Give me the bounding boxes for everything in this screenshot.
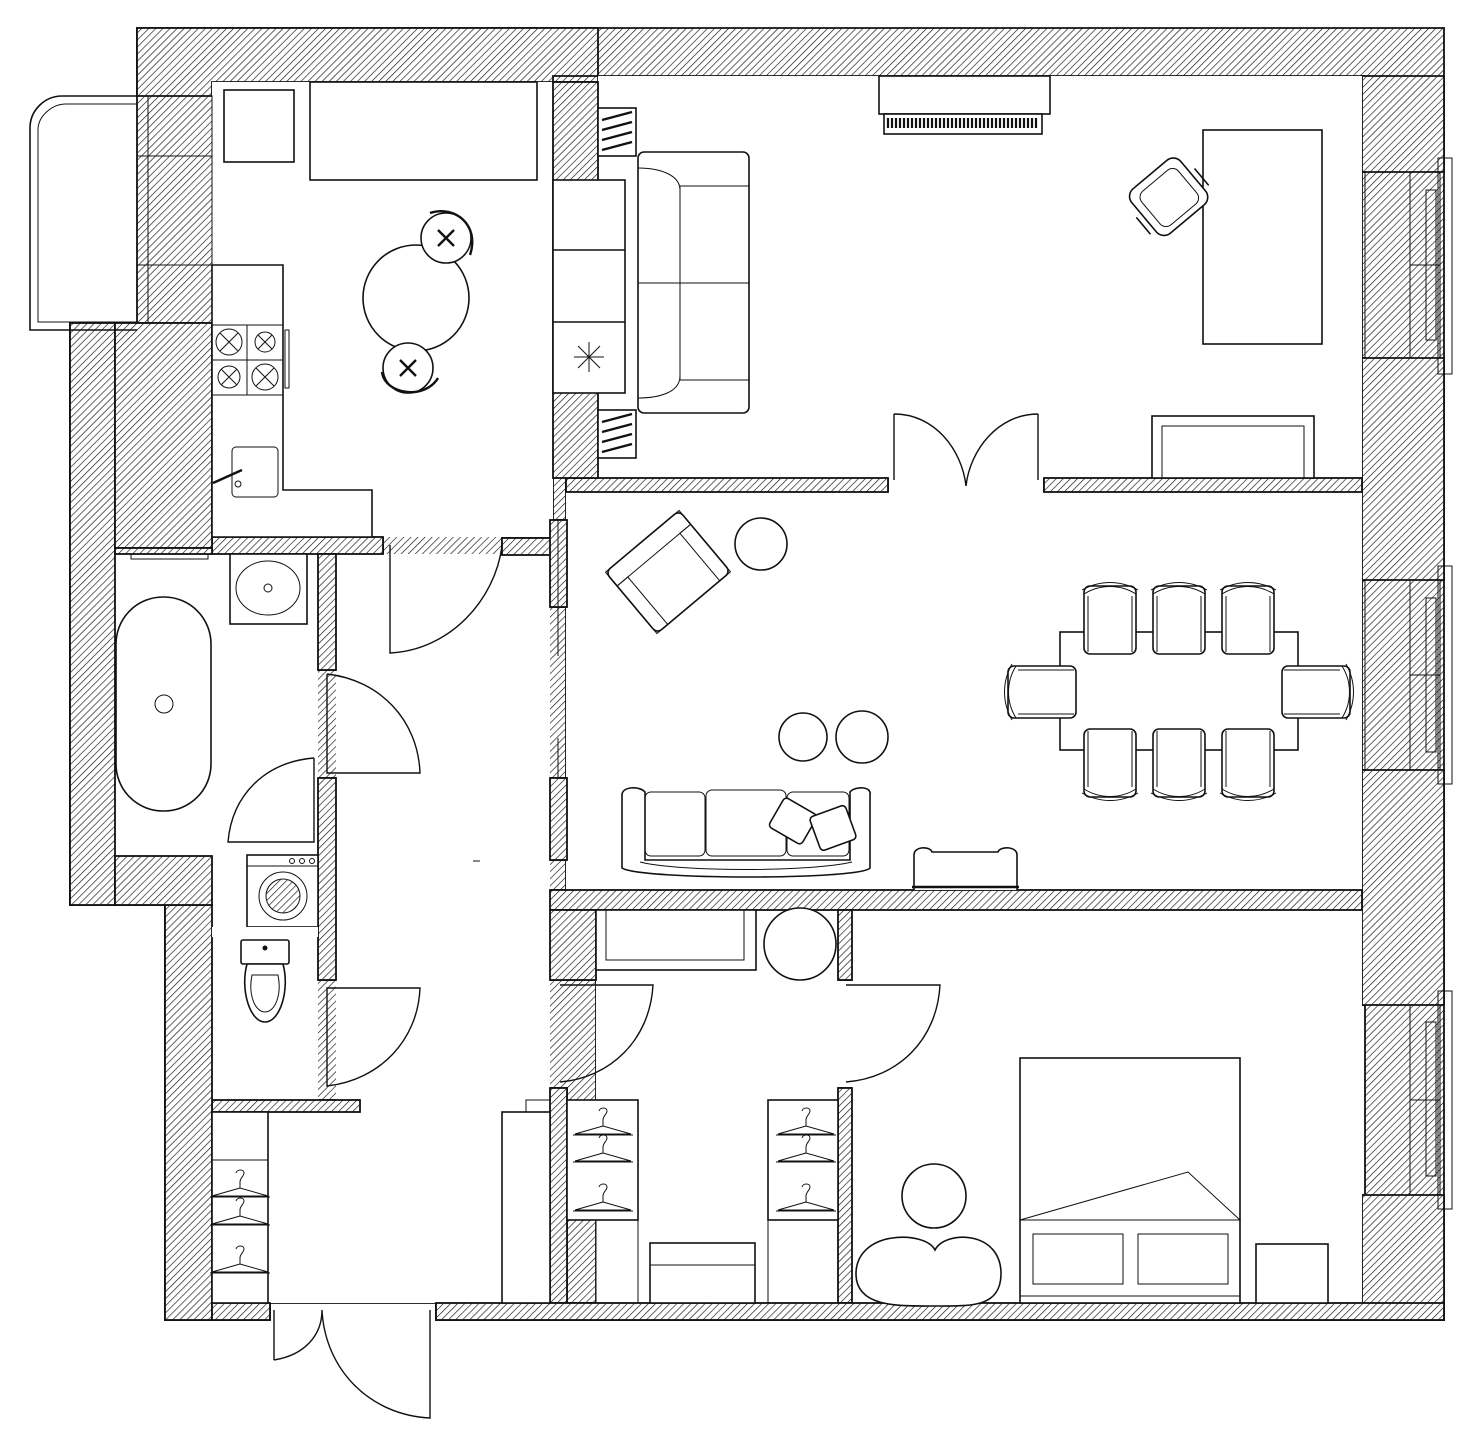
bedroom xyxy=(855,1057,1329,1307)
doors xyxy=(227,413,1039,1419)
shoe-cabinet xyxy=(501,1111,551,1304)
living-pier-b xyxy=(549,777,568,861)
desk-icon xyxy=(1202,129,1323,345)
laundry-door xyxy=(227,757,315,843)
study-wall-b xyxy=(1043,477,1363,493)
bedroom-north-pier xyxy=(837,909,853,981)
balcony xyxy=(29,95,213,331)
wall-edges xyxy=(69,81,1445,1321)
study-double-door xyxy=(893,413,1039,487)
stool xyxy=(420,210,474,264)
west-wall-mid xyxy=(69,322,116,906)
south-wall-a xyxy=(211,1302,271,1321)
bath-hall-wall-a xyxy=(317,553,337,671)
bedroom-side-table xyxy=(901,1163,967,1229)
west-wall-low xyxy=(164,904,213,1321)
closet-shelf xyxy=(595,909,757,971)
bathroom-door xyxy=(326,673,421,774)
sofa-icon xyxy=(637,151,750,414)
walk-in-closet xyxy=(566,907,839,1304)
living-south-wall-edge xyxy=(549,889,1363,911)
fridge xyxy=(223,89,295,163)
office-chair-icon xyxy=(1128,157,1210,237)
wc-door xyxy=(326,987,421,1087)
bath-hall-wall-b xyxy=(317,777,337,981)
bed-icon xyxy=(1019,1057,1242,1304)
closet-rack-right xyxy=(767,1099,839,1221)
entry-storage xyxy=(209,1099,551,1304)
bathtub-icon xyxy=(115,596,212,812)
sink-icon xyxy=(229,553,308,625)
kitchen xyxy=(211,81,626,538)
kitchen-door xyxy=(389,545,503,654)
piano-icon xyxy=(878,75,1051,135)
toilet-icon xyxy=(240,939,290,1023)
study-wall-a xyxy=(565,477,889,493)
nightstand xyxy=(1255,1243,1329,1304)
kitchen-bath-wall xyxy=(211,536,384,555)
closet-wall-b xyxy=(837,1087,853,1304)
closet-north-pier xyxy=(549,909,597,981)
closet-wall-a xyxy=(549,1087,568,1304)
stove-icon xyxy=(211,324,290,396)
kitchen-counter-top xyxy=(309,81,538,181)
living-room xyxy=(604,509,1355,890)
sink-icon xyxy=(212,446,279,498)
bedroom-door xyxy=(845,984,941,1083)
window-icon xyxy=(1364,990,1453,1210)
study-bench xyxy=(1151,415,1315,479)
east-wall-2 xyxy=(1361,357,1445,581)
closet-pouf xyxy=(763,907,837,981)
stool xyxy=(380,342,440,394)
bath-south-wall xyxy=(114,855,213,906)
bean-bag xyxy=(855,1236,1002,1307)
radiator xyxy=(597,107,637,157)
entrance-door xyxy=(273,1309,431,1419)
armchair-icon xyxy=(604,509,732,635)
bathroom xyxy=(115,553,319,1023)
east-wall-1 xyxy=(1361,75,1445,173)
closet-door xyxy=(559,984,654,1083)
window-icon xyxy=(1364,565,1453,785)
kitchen-counter-left xyxy=(211,264,373,538)
wardrobe xyxy=(211,1111,269,1304)
side-table xyxy=(734,517,788,571)
bath-north-wall xyxy=(114,547,213,555)
ottoman xyxy=(912,847,1019,890)
east-wall-3 xyxy=(1361,769,1445,1006)
window-icon xyxy=(1364,157,1453,375)
pouf xyxy=(835,710,889,764)
radiator xyxy=(597,409,637,459)
sofa-icon xyxy=(621,787,871,878)
west-wall-pier xyxy=(114,322,213,549)
washing-machine-icon xyxy=(246,854,319,928)
windows xyxy=(29,95,1453,1210)
wc-wall xyxy=(211,1099,361,1113)
pouf xyxy=(778,712,828,762)
kitchen-stub xyxy=(501,537,554,556)
study xyxy=(597,75,1323,479)
closet-dresser xyxy=(649,1242,756,1304)
east-wall-4 xyxy=(1361,1194,1445,1321)
